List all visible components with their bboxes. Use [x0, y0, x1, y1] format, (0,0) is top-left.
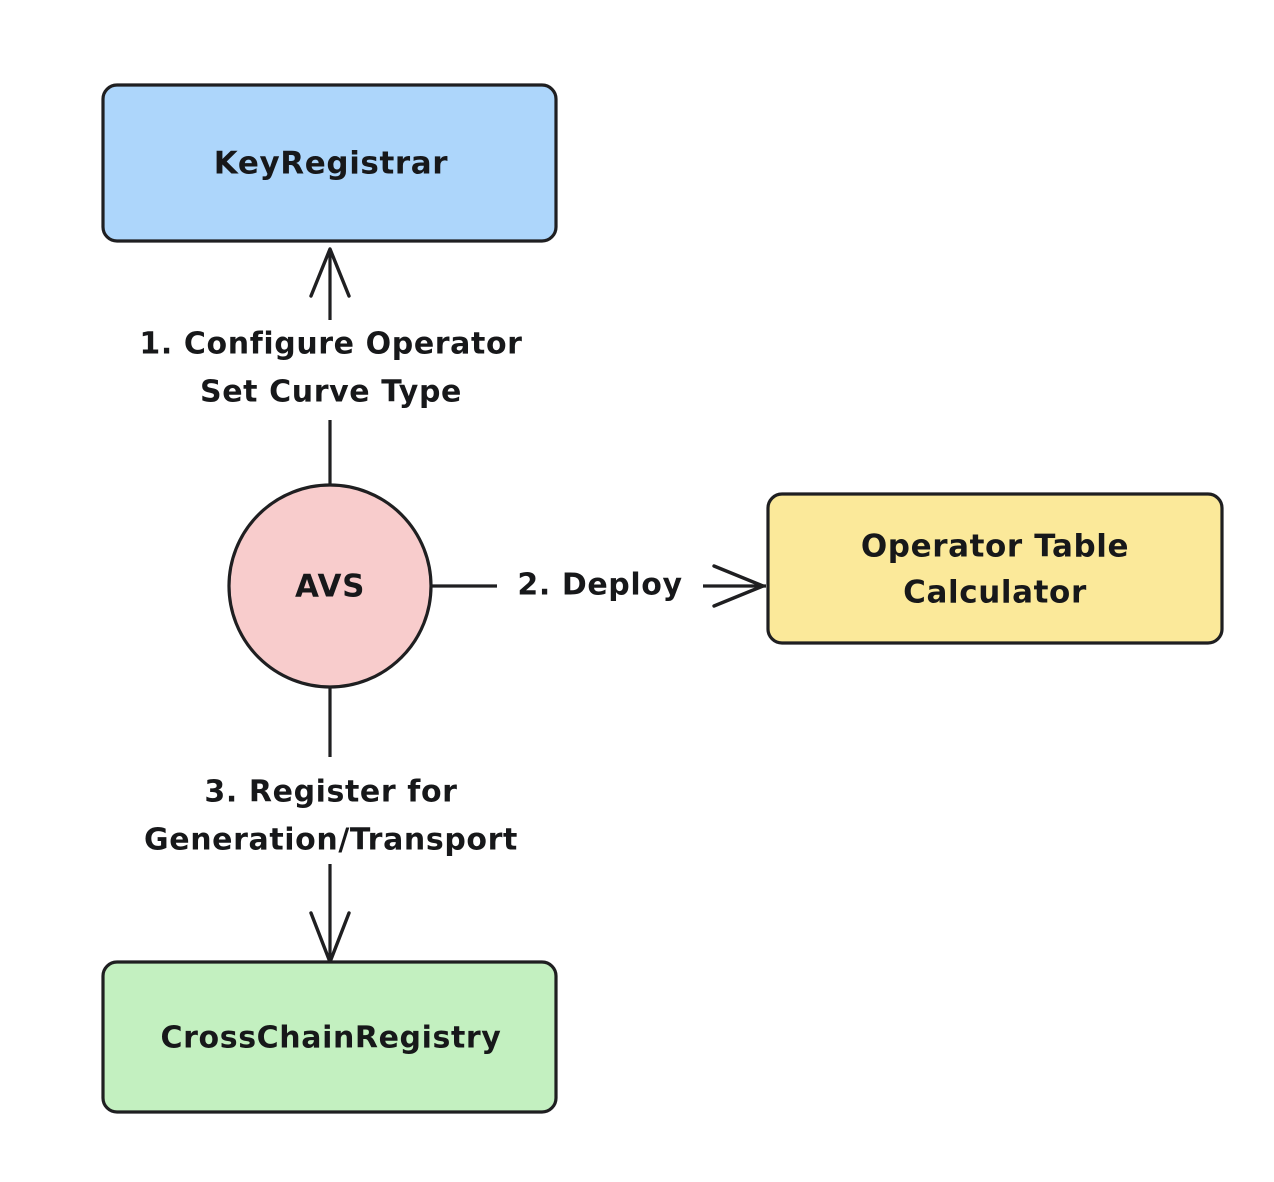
edge-2-label: 2. Deploy	[517, 568, 682, 603]
edge-3-label: 3. Register for Generation/Transport	[144, 775, 518, 858]
edge-avs-to-crosschainregistry	[309, 680, 351, 964]
edge-avs-to-operator-table-calculator	[432, 564, 766, 608]
edge-3-label-line2: Generation/Transport	[144, 823, 518, 858]
node-keyregistrar-shape[interactable]	[101, 83, 558, 243]
node-keyregistrar-label: KeyRegistrar	[214, 146, 448, 182]
node-avs-label: AVS	[295, 569, 365, 605]
edge-1-label-line1: 1. Configure Operator	[139, 327, 522, 362]
edge-1-label-line2: Set Curve Type	[200, 375, 462, 410]
edge-2-label-line1: 2. Deploy	[517, 568, 682, 603]
edge-3-label-line1: 3. Register for	[204, 775, 457, 810]
edge-avs-to-keyregistrar	[309, 247, 351, 492]
node-avs[interactable]: AVS	[227, 483, 433, 689]
node-operator-table-calculator-label-line2: Calculator	[903, 575, 1087, 611]
arrowhead-right-calculator	[712, 564, 765, 608]
node-crosschainregistry[interactable]: CrossChainRegistry	[101, 960, 558, 1114]
node-crosschainregistry-shape[interactable]	[101, 960, 558, 1114]
node-operator-table-calculator-shape[interactable]	[766, 492, 1224, 645]
arrowhead-up-keyregistrar	[309, 247, 351, 298]
edge-1-label: 1. Configure Operator Set Curve Type	[139, 327, 522, 410]
node-keyregistrar[interactable]: KeyRegistrar	[101, 83, 558, 243]
node-crosschainregistry-label: CrossChainRegistry	[161, 1021, 502, 1056]
node-avs-shape[interactable]	[227, 483, 433, 689]
node-operator-table-calculator-label-line1: Operator Table	[861, 529, 1129, 565]
node-operator-table-calculator[interactable]: Operator Table Calculator	[766, 492, 1224, 645]
